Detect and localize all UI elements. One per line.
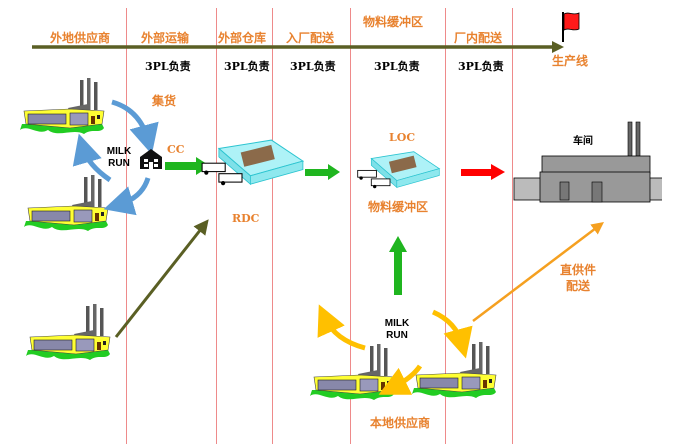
stage-label-in-plant-delivery: 厂内配送 — [454, 31, 503, 45]
local-milk-run-arrow — [431, 309, 473, 359]
responsibility-label: 3PL负责 — [374, 60, 420, 73]
local-supplier-label: 本地供应商 — [370, 416, 431, 430]
local-milk-run-arrow — [378, 364, 423, 395]
milk-run-label-line: MILK — [106, 146, 132, 157]
rdc-to-loc-arrow — [305, 164, 340, 180]
responsibility-label: 3PL负责 — [458, 60, 504, 73]
responsibility-label: 3PL负责 — [224, 60, 270, 73]
stage-label-external-warehouse: 外部仓库 — [218, 31, 267, 45]
direct-supply-arrow — [472, 221, 604, 322]
consolidation-label: 集货 — [152, 94, 177, 108]
production-line-label: 生产线 — [552, 54, 589, 68]
milk-run-arrow — [111, 99, 159, 155]
loc-label: LOC — [389, 131, 416, 144]
rdc-label: RDC — [232, 212, 260, 225]
milk-run-arrow — [72, 133, 112, 183]
stage-label-buffer-zone: 物料缓冲区 — [363, 15, 424, 29]
responsibility-label: 3PL负责 — [290, 60, 336, 73]
milk-run-label-line: RUN — [108, 158, 130, 169]
stage-divider — [445, 8, 446, 444]
milk-run-to-loc-arrow — [389, 236, 407, 295]
buffer-zone-label: 物料缓冲区 — [368, 200, 429, 214]
local-milk-run-label: MILK RUN — [382, 318, 412, 342]
local-milk-run-arrow — [317, 304, 366, 351]
workshop-building-icon — [513, 121, 662, 203]
loc-warehouse-icon — [357, 151, 440, 189]
stage-divider — [126, 8, 127, 444]
milk-run-label-line: MILK — [384, 318, 410, 329]
flag-icon — [562, 12, 580, 42]
milk-run-arrow — [103, 177, 151, 216]
cc-house-icon — [140, 149, 162, 169]
rdc-warehouse-icon — [201, 139, 304, 186]
stage-label-external-supplier: 外地供应商 — [50, 31, 111, 45]
direct-supply-label: 直供件 配送 — [560, 262, 596, 294]
responsibility-label: 3PL负责 — [145, 60, 191, 73]
milk-run-label: MILK RUN — [104, 146, 134, 170]
stage-divider — [272, 8, 273, 444]
cc-to-rdc-arrow — [165, 157, 210, 175]
stage-divider — [350, 8, 351, 444]
loc-to-workshop-arrow — [461, 164, 505, 180]
supplier-to-rdc-arrow — [114, 219, 209, 338]
stage-divider — [216, 8, 217, 444]
direct-supply-label-line: 直供件 — [560, 263, 597, 277]
stage-divider — [512, 8, 513, 444]
stage-label-inbound-delivery: 入厂配送 — [286, 31, 335, 45]
direct-supply-label-line: 配送 — [566, 279, 591, 293]
milk-run-label-line: RUN — [386, 330, 408, 341]
stage-label-external-transport: 外部运输 — [141, 31, 190, 45]
workshop-label: 车间 — [573, 136, 593, 147]
cc-label: CC — [167, 143, 185, 156]
